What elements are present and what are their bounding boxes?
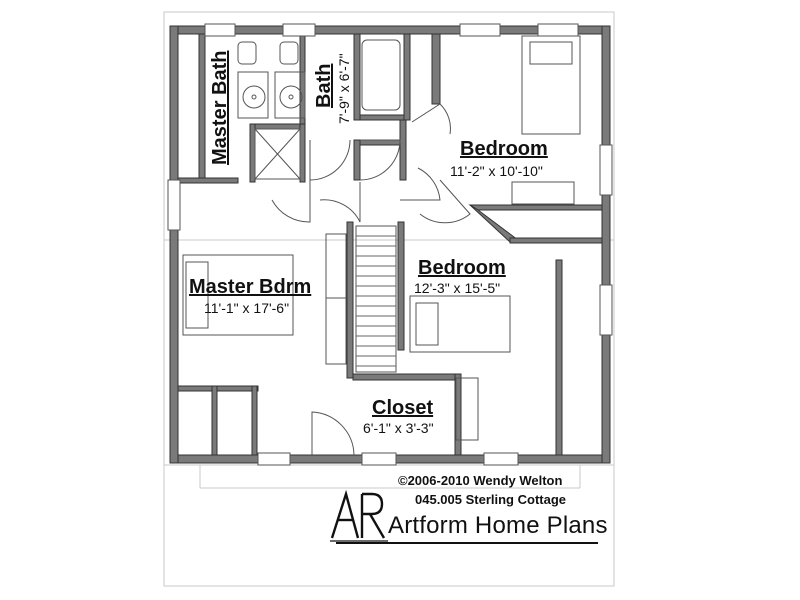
bath-label: Bath [313, 63, 335, 108]
fixtures [182, 35, 581, 441]
master-bdrm-label: Master Bdrm [189, 276, 312, 298]
bedroom-e-dimensions: 12'-3" x 15'-5" [414, 280, 501, 296]
stair-treads [356, 235, 396, 367]
bedroom-e-label: Bedroom [418, 257, 506, 279]
master-bath-label: Master Bath [209, 50, 231, 165]
windows [167, 23, 613, 466]
closet-label: Closet [372, 397, 434, 419]
artform-logo [330, 489, 388, 542]
brand-name: Artform Home Plans [388, 512, 608, 539]
copyright-text: ©2006-2010 Wendy Welton [398, 473, 563, 488]
bath-dimensions: 7'-9" x 6'-7" [336, 53, 352, 124]
bedroom-ne-label: Bedroom [460, 138, 548, 160]
brand-underline [336, 542, 598, 544]
closet-dimensions: 6'-1" x 3'-3" [363, 420, 434, 436]
master-bdrm-dimensions: 11'-1" x 17'-6" [204, 300, 290, 316]
walls [169, 25, 611, 464]
bedroom-ne-dimensions: 11'-2" x 10'-10" [450, 163, 543, 179]
doors [271, 103, 471, 456]
plan-id-text: 045.005 Sterling Cottage [415, 492, 566, 507]
